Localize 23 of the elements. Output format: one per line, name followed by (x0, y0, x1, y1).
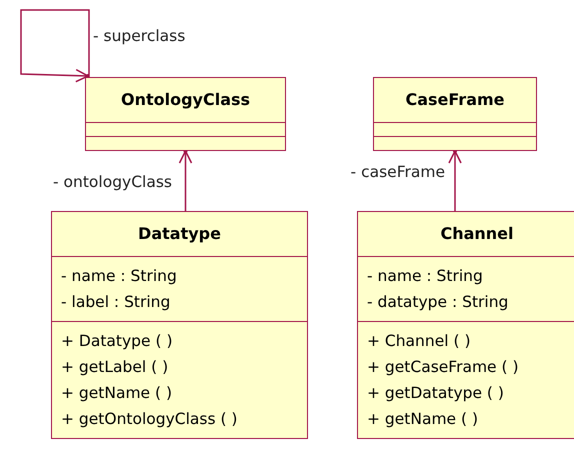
attribute-text: - name : String (60, 266, 178, 287)
class-box (357, 211, 574, 439)
class-name: CaseFrame (404, 89, 506, 111)
class-box (85, 77, 286, 151)
operation-text: + getName ( ) (60, 383, 174, 404)
class-name: OntologyClass (120, 89, 252, 111)
operation-text: + getCaseFrame ( ) (366, 357, 520, 378)
attribute-text: - name : String (366, 266, 484, 287)
class-name: Channel (439, 223, 515, 245)
association-arrow (20, 9, 91, 82)
class-name: Datatype (137, 223, 222, 245)
operation-text: + getName ( ) (366, 409, 480, 430)
operation-text: + getLabel ( ) (60, 357, 170, 378)
operation-text: + Datatype ( ) (60, 331, 174, 352)
operation-text: + getDatatype ( ) (366, 383, 505, 404)
operation-text: + getOntologyClass ( ) (60, 409, 238, 430)
operation-text: + Channel ( ) (366, 331, 472, 352)
edge-label: - ontologyClass (53, 173, 172, 191)
class-box (373, 77, 537, 151)
class-box (51, 211, 308, 439)
edge-label: - superclass (93, 27, 186, 45)
attribute-text: - label : String (60, 292, 172, 313)
attribute-text: - datatype : String (366, 292, 510, 313)
